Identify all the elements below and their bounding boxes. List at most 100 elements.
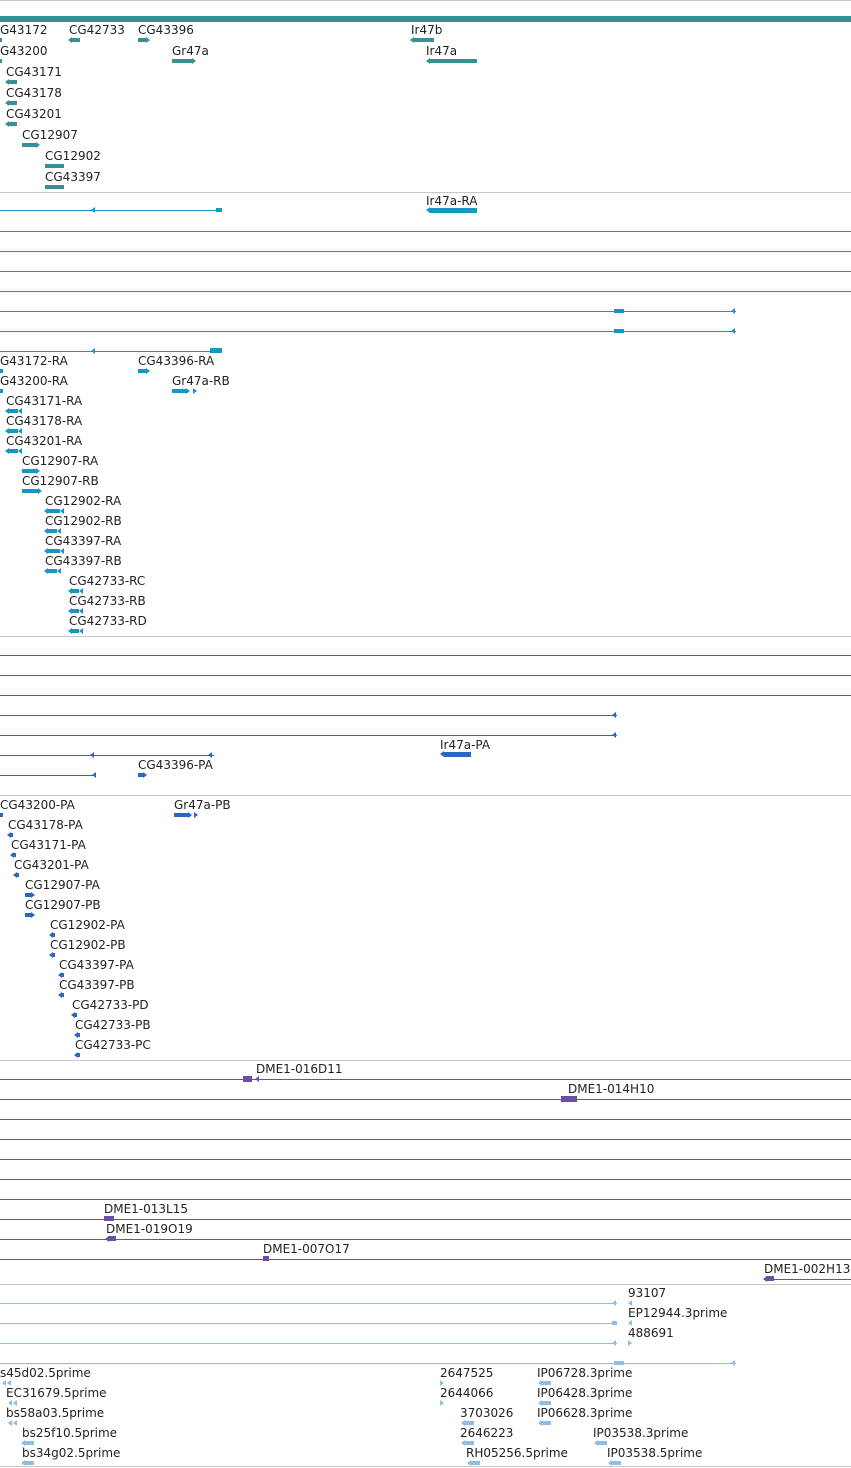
- feature-line[interactable]: [0, 655, 851, 656]
- feature-label[interactable]: CG43178: [6, 86, 62, 100]
- feature-label[interactable]: EC31679.5prime: [6, 1386, 107, 1400]
- feature-line[interactable]: [0, 311, 736, 312]
- feature-label[interactable]: 2646223: [460, 1426, 514, 1440]
- feature-label[interactable]: CG43396-PA: [138, 758, 213, 772]
- feature-block[interactable]: [47, 529, 57, 533]
- feature-line[interactable]: [0, 1199, 851, 1200]
- feature-label[interactable]: s45d02.5prime: [0, 1366, 91, 1380]
- feature-label[interactable]: CG43397-RB: [45, 554, 122, 568]
- feature-block[interactable]: [108, 1236, 116, 1241]
- feature-label[interactable]: CG12902-PA: [50, 918, 125, 932]
- feature-label[interactable]: CG42733-PC: [75, 1038, 151, 1052]
- feature-block[interactable]: [172, 59, 192, 63]
- feature-label[interactable]: RH05256.5prime: [466, 1446, 568, 1460]
- feature-label[interactable]: CG42733-PB: [75, 1018, 151, 1032]
- feature-block[interactable]: [8, 409, 18, 413]
- feature-line[interactable]: [0, 755, 214, 756]
- feature-label[interactable]: CG12907-RB: [22, 474, 99, 488]
- feature-block[interactable]: [10, 833, 13, 837]
- feature-block[interactable]: [612, 1321, 617, 1325]
- feature-block[interactable]: [0, 369, 3, 373]
- feature-line[interactable]: [0, 351, 222, 352]
- feature-label[interactable]: 2647525: [440, 1366, 494, 1380]
- feature-line[interactable]: [0, 1323, 617, 1324]
- feature-block[interactable]: [541, 1401, 551, 1405]
- feature-line[interactable]: [0, 1363, 736, 1364]
- feature-block[interactable]: [71, 609, 79, 613]
- feature-block[interactable]: [430, 208, 477, 213]
- feature-line[interactable]: [0, 1139, 851, 1140]
- feature-block[interactable]: [138, 773, 143, 777]
- feature-line[interactable]: [0, 1239, 851, 1240]
- feature-label[interactable]: Ir47a: [426, 44, 458, 58]
- feature-block[interactable]: [77, 1053, 80, 1057]
- feature-line[interactable]: [0, 1343, 617, 1344]
- feature-block[interactable]: [541, 1421, 551, 1425]
- feature-block[interactable]: [22, 143, 36, 147]
- feature-block[interactable]: [0, 16, 851, 22]
- feature-label[interactable]: CG43397: [45, 170, 101, 184]
- feature-line[interactable]: [0, 291, 851, 292]
- feature-label[interactable]: DME1-002H13: [764, 1262, 851, 1276]
- feature-block[interactable]: [0, 389, 3, 393]
- feature-block[interactable]: [541, 1381, 551, 1385]
- feature-label[interactable]: CG12902-RA: [45, 494, 122, 508]
- feature-label[interactable]: IP06428.3prime: [537, 1386, 633, 1400]
- feature-label[interactable]: CG43201: [6, 107, 62, 121]
- feature-block[interactable]: [24, 1461, 34, 1465]
- feature-label[interactable]: CG12902: [45, 149, 101, 163]
- feature-block[interactable]: [138, 369, 146, 373]
- feature-block[interactable]: [172, 389, 186, 393]
- feature-block[interactable]: [16, 873, 19, 877]
- feature-label[interactable]: DME1-016D11: [256, 1062, 343, 1076]
- feature-label[interactable]: DME1-019O19: [106, 1222, 193, 1236]
- feature-label[interactable]: CG43171-PA: [11, 838, 86, 852]
- feature-block[interactable]: [61, 973, 64, 977]
- feature-label[interactable]: G43200: [0, 44, 48, 58]
- feature-block[interactable]: [216, 208, 222, 212]
- feature-block[interactable]: [0, 38, 2, 42]
- feature-label[interactable]: CG12907: [22, 128, 78, 142]
- feature-label[interactable]: G43172-RA: [0, 354, 68, 368]
- feature-block[interactable]: [22, 469, 36, 473]
- feature-block[interactable]: [47, 569, 57, 573]
- feature-block[interactable]: [72, 38, 80, 42]
- feature-block[interactable]: [0, 59, 2, 63]
- feature-line[interactable]: [0, 1099, 851, 1100]
- feature-label[interactable]: 93107: [628, 1286, 667, 1300]
- feature-label[interactable]: CG43201-RA: [6, 434, 83, 448]
- feature-label[interactable]: DME1-013L15: [104, 1202, 188, 1216]
- feature-label[interactable]: CG43396: [138, 23, 194, 37]
- feature-block[interactable]: [24, 1441, 34, 1445]
- feature-block[interactable]: [430, 59, 477, 63]
- feature-block[interactable]: [47, 549, 60, 553]
- feature-label[interactable]: IP03538.5prime: [607, 1446, 703, 1460]
- feature-block[interactable]: [766, 1276, 774, 1281]
- feature-block[interactable]: [243, 1076, 252, 1082]
- feature-label[interactable]: CG43171: [6, 65, 62, 79]
- feature-block[interactable]: [71, 589, 79, 593]
- feature-line[interactable]: [0, 1259, 851, 1260]
- feature-label[interactable]: IP06728.3prime: [537, 1366, 633, 1380]
- feature-label[interactable]: 488691: [628, 1326, 674, 1340]
- feature-label[interactable]: CG42733: [69, 23, 125, 37]
- feature-line[interactable]: [0, 1159, 851, 1160]
- feature-label[interactable]: CG43397-PB: [59, 978, 135, 992]
- feature-label[interactable]: CG12907-PB: [25, 898, 101, 912]
- feature-block[interactable]: [8, 101, 17, 105]
- feature-label[interactable]: CG43200-PA: [0, 798, 75, 812]
- feature-block[interactable]: [464, 1441, 474, 1445]
- feature-line[interactable]: [0, 695, 851, 696]
- feature-block[interactable]: [470, 1461, 480, 1465]
- feature-label[interactable]: DME1-007O17: [263, 1242, 350, 1256]
- feature-label[interactable]: 3703026: [460, 1406, 514, 1420]
- feature-block[interactable]: [444, 752, 471, 757]
- feature-line[interactable]: [0, 210, 222, 211]
- feature-label[interactable]: CG42733-RB: [69, 594, 146, 608]
- feature-block[interactable]: [45, 185, 64, 189]
- feature-block[interactable]: [77, 1033, 80, 1037]
- feature-label[interactable]: bs25f10.5prime: [22, 1426, 118, 1440]
- feature-line[interactable]: [766, 1279, 851, 1280]
- feature-label[interactable]: 2644066: [440, 1386, 494, 1400]
- feature-label[interactable]: CG12907-PA: [25, 878, 100, 892]
